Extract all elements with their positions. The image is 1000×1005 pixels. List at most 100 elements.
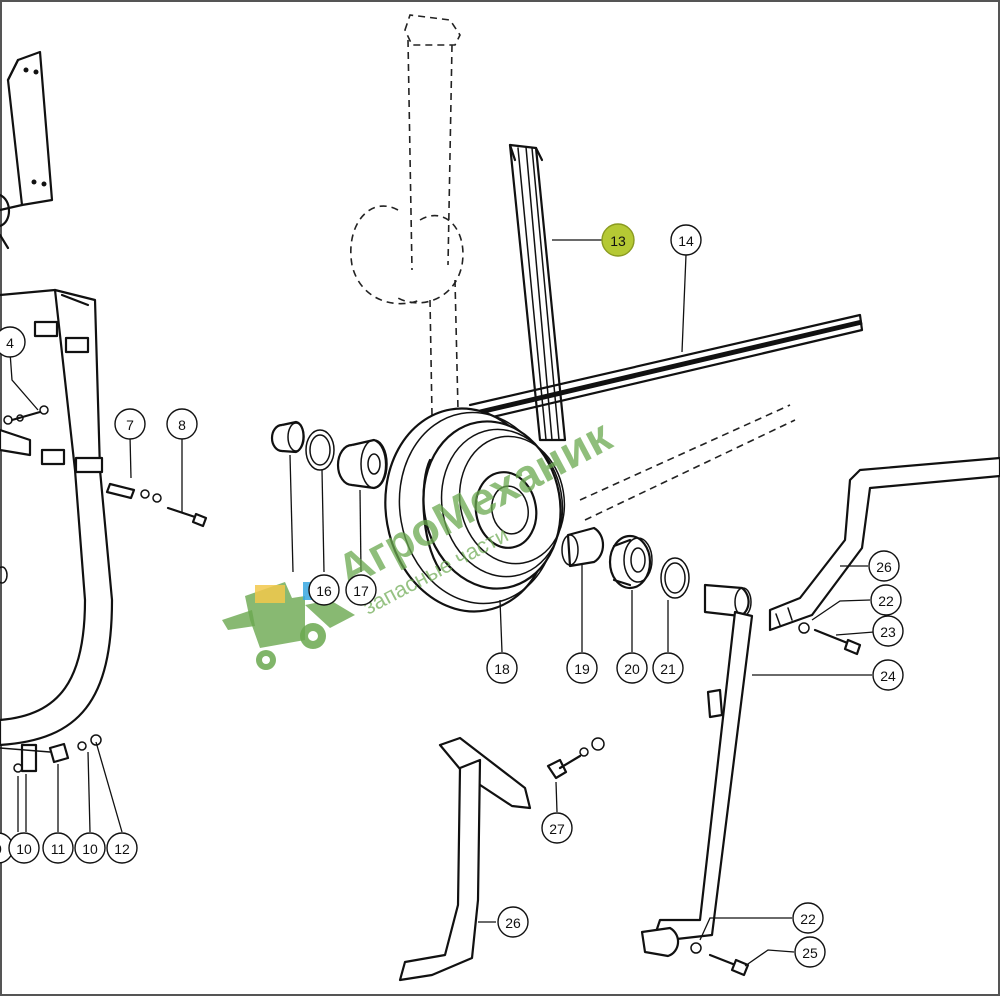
- callout-number: 22: [800, 911, 816, 927]
- callout-circle: [0, 326, 26, 358]
- callout-circle: [8, 832, 40, 864]
- top-left-bracket: [0, 50, 54, 250]
- callout-21: 21: [652, 652, 684, 684]
- circlip-part-21: [660, 557, 690, 599]
- shaft-part-14: [468, 313, 864, 422]
- callout-number: 11: [51, 841, 66, 857]
- callout-number: 8: [178, 417, 186, 433]
- callout-number: 7: [126, 417, 134, 433]
- v-belt-part-13: [508, 143, 567, 442]
- callout-number: 20: [624, 661, 640, 677]
- callout-number: 10: [82, 841, 98, 857]
- callout-26: 26: [497, 906, 529, 938]
- callout-circle: [652, 652, 684, 684]
- callout-19: 19: [566, 652, 598, 684]
- callout-10: 10: [8, 832, 40, 864]
- callout-circle: [497, 906, 529, 938]
- callout-number: 16: [316, 583, 332, 599]
- callout-26: 26: [868, 550, 900, 582]
- bolt-part-23: [813, 628, 862, 656]
- lever-part-26-upper: [768, 456, 1000, 632]
- callout-number: 18: [494, 661, 510, 677]
- callout-4: 4: [0, 326, 26, 358]
- callout-number: 23: [880, 624, 896, 640]
- belt-guard: [0, 288, 114, 773]
- callout-circle: [868, 550, 900, 582]
- callout-22: 22: [870, 584, 902, 616]
- callout-number: 26: [876, 559, 892, 575]
- callout-number: 13: [610, 233, 626, 249]
- callout-14: 14: [670, 224, 702, 256]
- spacer-part-19: [561, 526, 605, 568]
- callout-circle: [106, 832, 138, 864]
- callout-10: 10: [74, 832, 106, 864]
- bearing-part-20: [608, 534, 653, 590]
- callout-number: 14: [678, 233, 694, 249]
- shaft-extension-dashed: [579, 404, 796, 521]
- callout-12: 12: [106, 832, 138, 864]
- callout-number: 10: [16, 841, 32, 857]
- callout-24: 24: [872, 659, 904, 691]
- dashed-lever-reference: [350, 14, 464, 416]
- callout-27: 27: [541, 812, 573, 844]
- bottom-hardware: [13, 734, 102, 773]
- bolt-part-8: [166, 506, 208, 528]
- callout-circle: [616, 652, 648, 684]
- bolt-part-4: [3, 405, 49, 425]
- callout-circle: [794, 936, 826, 968]
- callout-8: 8: [166, 408, 198, 440]
- callout-number: 19: [574, 661, 590, 677]
- callout-circle: [601, 223, 635, 257]
- lever-part-24: [640, 583, 754, 958]
- callout-circle: [872, 615, 904, 647]
- callout-circle: [74, 832, 106, 864]
- callout-number: 26: [505, 915, 521, 931]
- bushing-part-15: [270, 420, 305, 454]
- leader-lines: [9, 239, 875, 967]
- callout-circle: [670, 224, 702, 256]
- callout-circle: [872, 659, 904, 691]
- callout-circle: [345, 574, 377, 606]
- callout-16: 16: [308, 574, 340, 606]
- callout-number: 12: [114, 841, 130, 857]
- callout-23: 23: [872, 615, 904, 647]
- callout-number: 21: [660, 661, 676, 677]
- callout-22: 22: [792, 902, 824, 934]
- combine-harvester-icon: [222, 582, 355, 670]
- callout-number: 27: [549, 821, 565, 837]
- callout-circle: [792, 902, 824, 934]
- callout-number: 22: [878, 593, 894, 609]
- callout-7: 7: [114, 408, 146, 440]
- callout-18: 18: [486, 652, 518, 684]
- callout-circle: [114, 408, 146, 440]
- callout-25: 25: [794, 936, 826, 968]
- callout-13: 13: [601, 223, 635, 257]
- washer-bolt-part-22-25: [690, 942, 750, 977]
- callout-circle: [541, 812, 573, 844]
- bolt-part-27: [546, 737, 605, 780]
- callout-number: 25: [802, 945, 818, 961]
- callout-circle: [166, 408, 198, 440]
- callout-circle: [308, 574, 340, 606]
- bearing-part-17: [336, 438, 388, 490]
- callout-number: 4: [6, 335, 14, 351]
- callout-number: 9: [0, 841, 2, 857]
- callouts: 4 7 8 9 10 11 10 12 13 14 16 17 18 19 20 21 22 23 24 26 26 27…: [0, 223, 904, 968]
- callout-circle: [566, 652, 598, 684]
- callout-circle: [486, 652, 518, 684]
- washer-part-22: [798, 622, 810, 634]
- callout-number: 17: [353, 583, 369, 599]
- callout-circle: [870, 584, 902, 616]
- pulley-part-18: [384, 407, 566, 613]
- pin-part-7: [105, 482, 162, 503]
- callout-number: 24: [880, 668, 896, 684]
- circlip-part-16: [305, 429, 335, 471]
- callout-circle: [42, 832, 74, 864]
- callout-11: 11: [42, 832, 74, 864]
- callout-17: 17: [345, 574, 377, 606]
- callout-20: 20: [616, 652, 648, 684]
- pedal-part-26-lower: [398, 736, 532, 982]
